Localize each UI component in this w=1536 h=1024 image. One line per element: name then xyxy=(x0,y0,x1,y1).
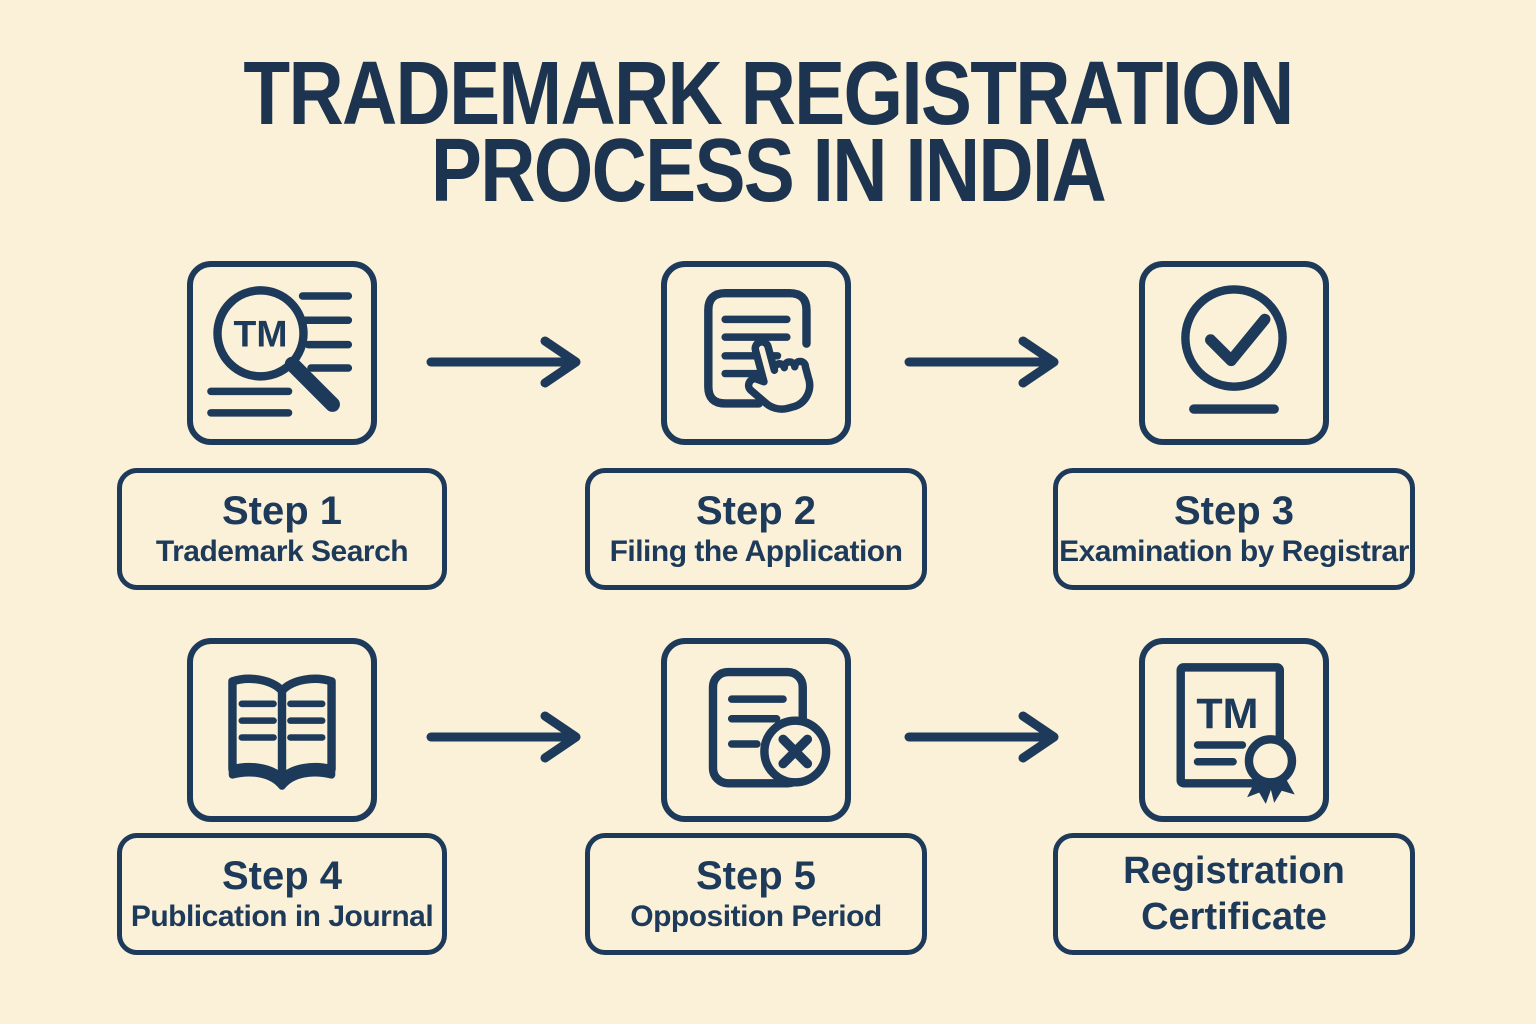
step3-name-label: Examination by Registrar xyxy=(1059,535,1409,568)
step3-number-label: Step 3 xyxy=(1173,489,1295,533)
arrow-step2-step3 xyxy=(904,336,1059,388)
tm-glyph: TM xyxy=(234,312,288,354)
step1-icon-tile: TM xyxy=(187,261,377,445)
step3-label-box: Step 3 Examination by Registrar xyxy=(1053,468,1415,590)
hand-pointer-icon xyxy=(744,338,814,413)
step5-label-box: Step 5 Opposition Period xyxy=(585,833,927,955)
tm-glyph: TM xyxy=(1196,690,1258,738)
step2-number-label: Step 2 xyxy=(695,489,817,533)
filing-application-icon xyxy=(704,288,814,413)
certificate-label-box: Registration Certificate xyxy=(1053,833,1415,955)
award-seal-icon xyxy=(1244,735,1297,787)
step1-number-label: Step 1 xyxy=(221,489,343,533)
publication-journal-icon xyxy=(228,674,336,790)
step1-label-box: Step 1 Trademark Search xyxy=(117,468,447,590)
step4-icon-tile xyxy=(187,638,377,822)
trademark-search-icon: TM xyxy=(207,286,353,417)
certificate-label-line1: Registration xyxy=(1123,850,1345,892)
page-title: TRADEMARK REGISTRATION PROCESS IN INDIA xyxy=(0,44,1536,221)
step4-number-label: Step 4 xyxy=(221,854,343,898)
step2-name-label: Filing the Application xyxy=(609,535,903,568)
step5-number-label: Step 5 xyxy=(695,854,817,898)
certificate-label-line2: Certificate xyxy=(1141,896,1327,938)
step4-label-box: Step 4 Publication in Journal xyxy=(117,833,447,955)
opposition-icon xyxy=(708,667,831,788)
registration-certificate-icon: TM xyxy=(1176,663,1297,804)
step5-name-label: Opposition Period xyxy=(630,900,882,933)
certificate-icon-tile: TM xyxy=(1139,638,1329,822)
page-title-line2: PROCESS IN INDIA xyxy=(430,121,1107,221)
step2-label-box: Step 2 Filing the Application xyxy=(585,468,927,590)
step1-name-label: Trademark Search xyxy=(155,535,409,568)
page-title-line1: TRADEMARK REGISTRATION xyxy=(243,44,1294,144)
step3-icon-tile xyxy=(1139,261,1329,445)
arrow-step5-certificate xyxy=(904,711,1059,763)
step4-name-label: Publication in Journal xyxy=(130,900,434,933)
arrow-step1-step2 xyxy=(426,336,581,388)
arrow-step4-step5 xyxy=(426,711,581,763)
step2-icon-tile xyxy=(661,261,851,445)
checkmark-icon xyxy=(1205,313,1271,367)
step5-icon-tile xyxy=(661,638,851,822)
examination-icon xyxy=(1181,285,1287,414)
